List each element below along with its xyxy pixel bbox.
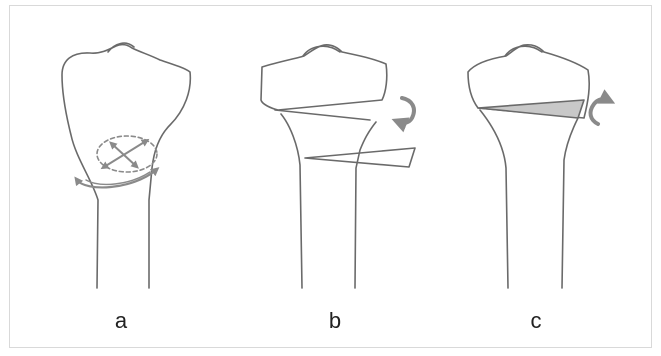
panel-b-rotation-arrow — [399, 98, 414, 123]
panel-a-diagonal-arrow-2 — [112, 144, 136, 166]
panel-b-cut-lines — [275, 110, 370, 120]
panel-a-label: a — [101, 308, 141, 334]
panel-b-joint-notch — [303, 46, 340, 56]
panel-c-bone — [468, 45, 608, 288]
panel-c-shaft-left — [480, 110, 508, 288]
panel-b-label: b — [315, 308, 355, 334]
panel-a-bone — [62, 43, 190, 288]
panel-b-shaft-right — [355, 122, 376, 288]
panel-a-diagonal-arrow-1 — [104, 141, 146, 167]
panel-c-joint-notch — [505, 46, 542, 56]
panel-b-proximal-fragment — [261, 45, 387, 110]
panel-a-rotation-arrow-inner — [86, 172, 150, 184]
panel-b-bone — [261, 45, 415, 288]
panel-c-shaft-right — [562, 118, 578, 288]
panel-b-shaft-outline — [281, 114, 302, 288]
panel-c-opening-wedge — [478, 100, 584, 118]
panel-c-rotation-arrow — [591, 99, 608, 124]
panel-a-proximal-outline — [62, 45, 190, 288]
panel-c-label: c — [516, 308, 556, 334]
